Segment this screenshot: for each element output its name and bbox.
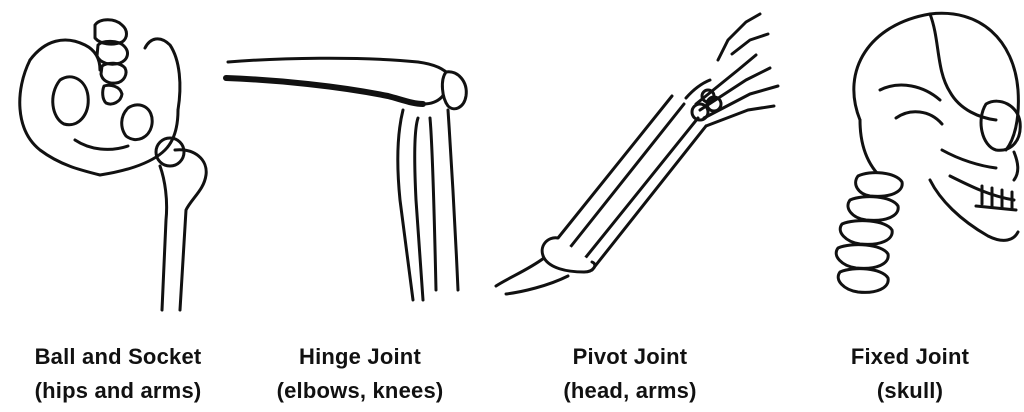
ball-and-socket-caption: Ball and Socket (hips and arms) [0, 340, 236, 408]
forearm-illustration [488, 0, 798, 320]
joint-name: Pivot Joint [530, 340, 730, 374]
joint-examples: (skull) [810, 374, 1010, 408]
joint-name: Fixed Joint [810, 340, 1010, 374]
joint-name: Hinge Joint [250, 340, 470, 374]
knee-joint-illustration [218, 0, 478, 320]
hip-joint-illustration [0, 0, 236, 320]
joint-name: Ball and Socket [0, 340, 236, 374]
fixed-joint-caption: Fixed Joint (skull) [810, 340, 1010, 408]
joint-examples: (hips and arms) [0, 374, 236, 408]
pivot-joint-caption: Pivot Joint (head, arms) [530, 340, 730, 408]
hinge-joint-caption: Hinge Joint (elbows, knees) [250, 340, 470, 408]
skull-illustration [800, 0, 1024, 320]
joint-examples: (elbows, knees) [250, 374, 470, 408]
joint-examples: (head, arms) [530, 374, 730, 408]
